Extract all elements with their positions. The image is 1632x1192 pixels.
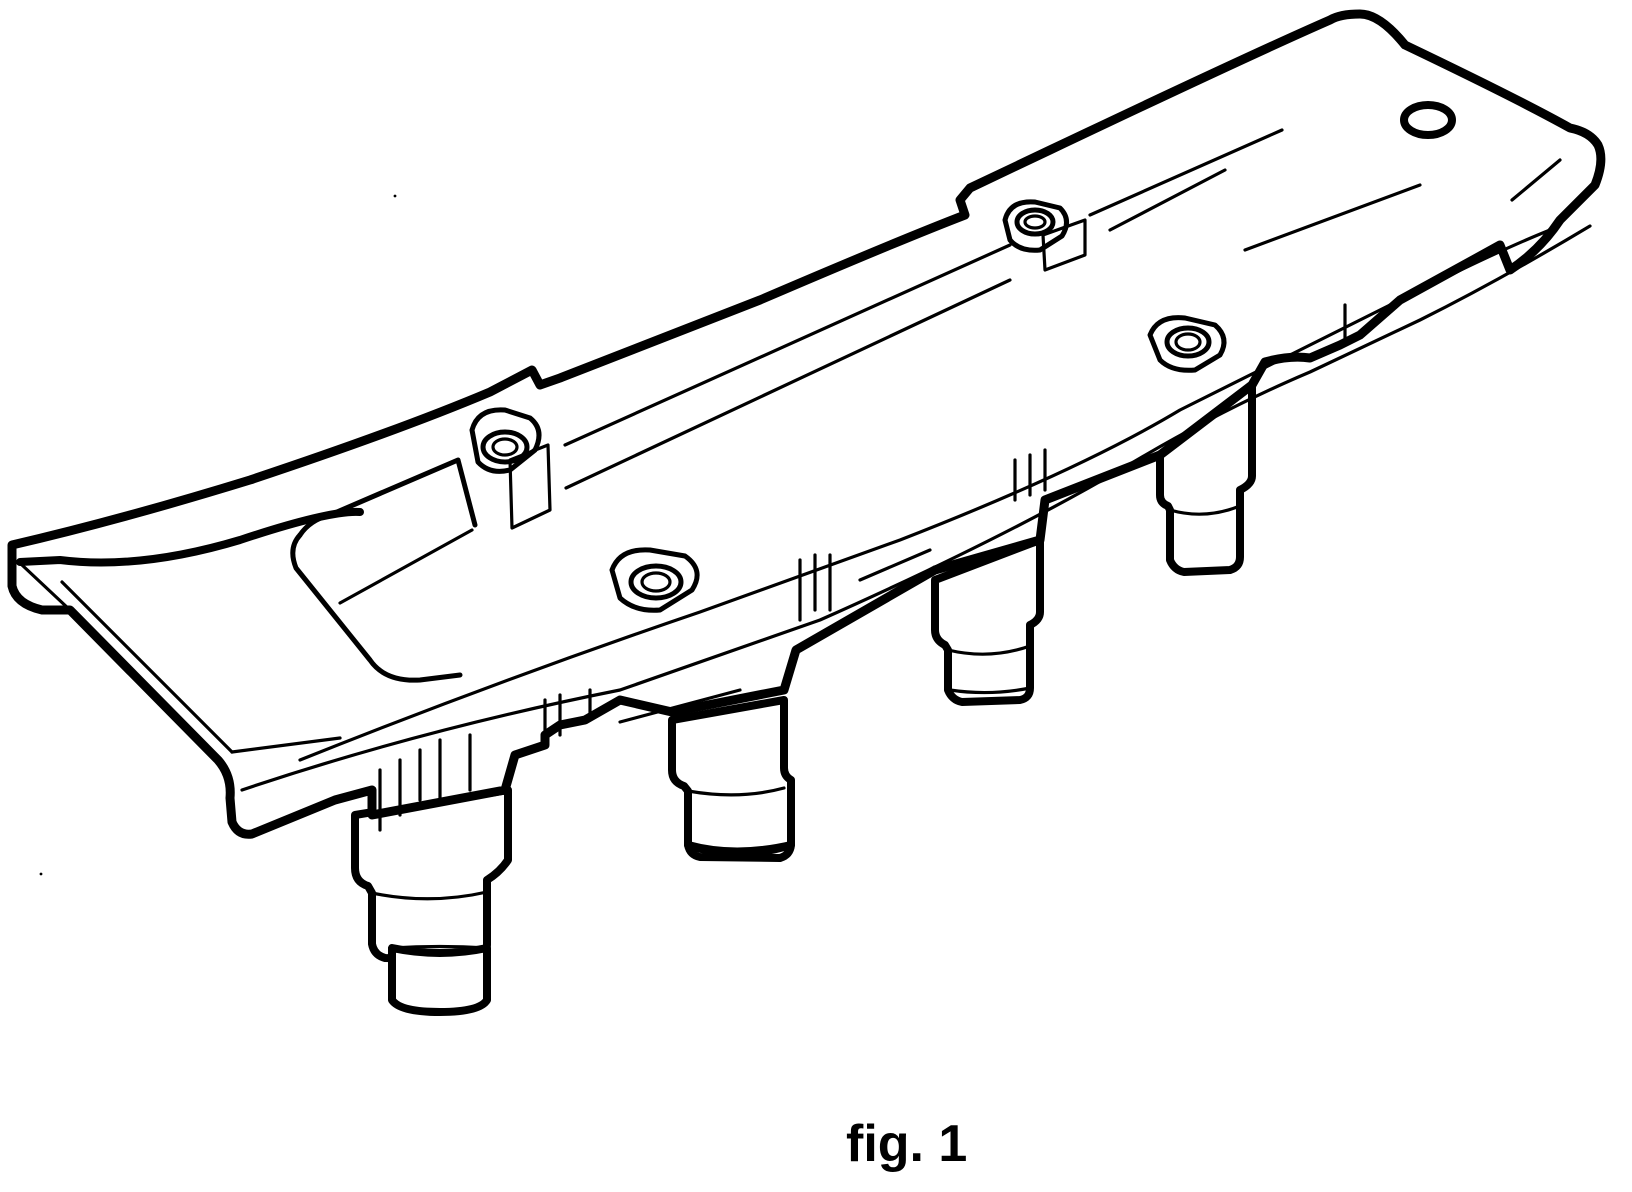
housing-ridge-line-front [240,224,1592,792]
coil-boot-1-tip [388,944,491,1016]
housing-recessed-panel [290,532,463,683]
coil-housing [7,9,1606,839]
coil-boot-1 [351,786,512,1016]
mounting-boss-1 [469,407,542,474]
coil-housing-outline [7,9,1606,839]
coil-boot-2 [668,696,795,862]
mounting-boss-3 [1002,199,1069,253]
scan-speck [39,872,43,876]
coil-boot-2-upper-sleeve [668,696,795,862]
coil-boot-3 [931,536,1044,706]
housing-ridge-line-rear [563,243,1012,447]
mounting-boss-4 [1147,315,1227,373]
figure-caption: fig. 1 [846,1115,968,1173]
coil-boot-4 [1156,381,1256,576]
coil-boot-2-tip [684,841,795,858]
coil-boot-3-upper-sleeve [931,536,1044,706]
housing-ridge-line-mid [298,228,1552,762]
mounting-boss-2 [609,547,700,613]
coil-boot-4-upper-sleeve [1156,381,1256,576]
mounting-boss-5 [1400,101,1456,139]
scan-speck [393,194,397,198]
